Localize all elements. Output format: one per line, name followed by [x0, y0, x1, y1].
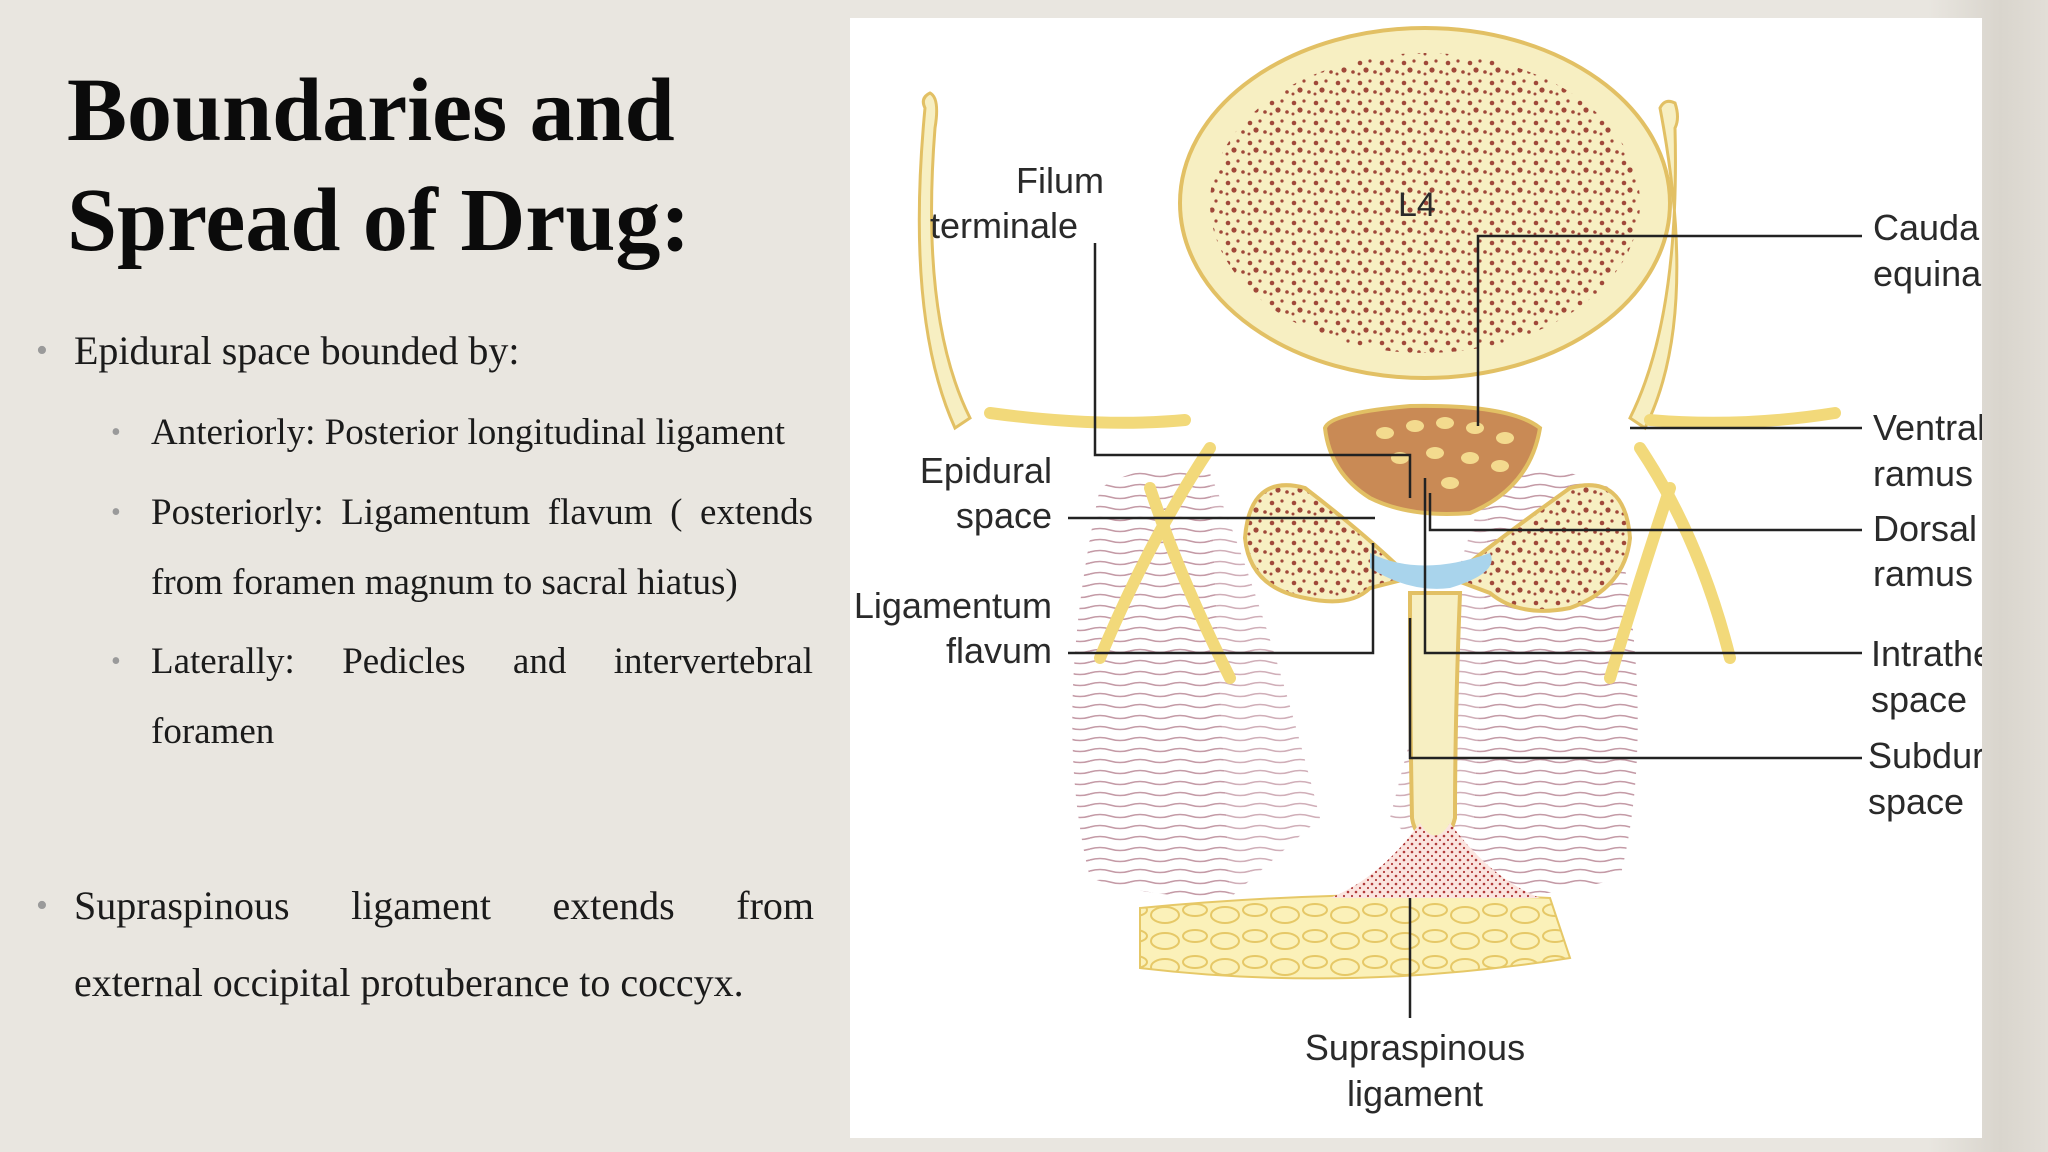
interspinous-ligament [1330, 823, 1540, 898]
label-intrathecal-1: Intrathecal [1871, 633, 1982, 674]
label-ventral-2: ramus [1873, 453, 1973, 494]
sub-bullet-anteriorly: Anteriorly: Posterior longitudinal ligam… [111, 398, 813, 468]
sub-bullet-posteriorly-line1: Posteriorly: Ligamentum flavum ( extends [151, 492, 813, 533]
label-filum-1: Filum [1016, 160, 1104, 201]
label-cauda-2: equina [1873, 253, 1982, 294]
label-dorsal-1: Dorsal [1873, 508, 1977, 549]
bullet-supraspinous-line1: Supraspinous ligament extends from [74, 883, 814, 928]
leader-lines [1068, 234, 1862, 1018]
vertebra-label: L4 [1398, 186, 1436, 224]
slide-title: Boundaries and Spread of Drug: [67, 56, 827, 276]
label-supra-1: Supraspinous [1305, 1027, 1525, 1068]
bullet-supraspinous-line2: external occipital protuberance to coccy… [74, 960, 744, 1005]
left-process [917, 91, 972, 431]
label-subdural-1: Subdural [1868, 735, 1982, 776]
left-lamina [1242, 483, 1414, 604]
label-epidural-2: space [956, 495, 1052, 536]
bullet-epidural-space: Epidural space bounded by: [36, 312, 814, 389]
label-epidural-1: Epidural [920, 450, 1052, 491]
cauda-equina-roots [1376, 417, 1514, 489]
sub-bullet-laterally-line2: foramen [151, 711, 275, 752]
title-line-2: Spread of Drug: [67, 171, 691, 270]
label-intrathecal-2: space [1871, 679, 1967, 720]
bullet-supraspinous: Supraspinous ligament extends from exter… [36, 867, 814, 1021]
label-ventral-1: Ventral [1873, 407, 1982, 448]
label-cauda-1: Cauda [1873, 207, 1980, 248]
title-line-1: Boundaries and [67, 61, 675, 160]
epidural-anatomy-figure: L4 [850, 18, 1982, 1138]
right-process [1628, 99, 1679, 431]
anatomy-diagram: L4 [854, 26, 1982, 1114]
label-flavum-1: Ligamentum [854, 585, 1052, 626]
sub-bullet-posteriorly: Posteriorly: Ligamentum flavum ( extends… [111, 478, 813, 618]
label-flavum-2: flavum [946, 630, 1052, 671]
label-supra-2: ligament [1347, 1073, 1483, 1114]
subcutaneous-fat [1139, 893, 1572, 980]
label-subdural-2: space [1868, 781, 1964, 822]
sub-bullet-laterally: Laterally: Pedicles and intervertebral f… [111, 627, 813, 767]
label-dorsal-2: ramus [1873, 553, 1973, 594]
right-lamina [1446, 483, 1633, 613]
figure-labels: Filum terminale Cauda equina Ventral ram… [854, 160, 1982, 1114]
sub-bullet-posteriorly-line2: from foramen magnum to sacral hiatus) [151, 562, 738, 603]
label-filum-2: terminale [930, 205, 1078, 246]
spinous-process [1407, 591, 1463, 851]
cancellous-bone [1210, 53, 1640, 353]
sub-bullet-laterally-line1: Laterally: Pedicles and intervertebral [151, 641, 813, 682]
epidural-fat [1370, 553, 1492, 589]
